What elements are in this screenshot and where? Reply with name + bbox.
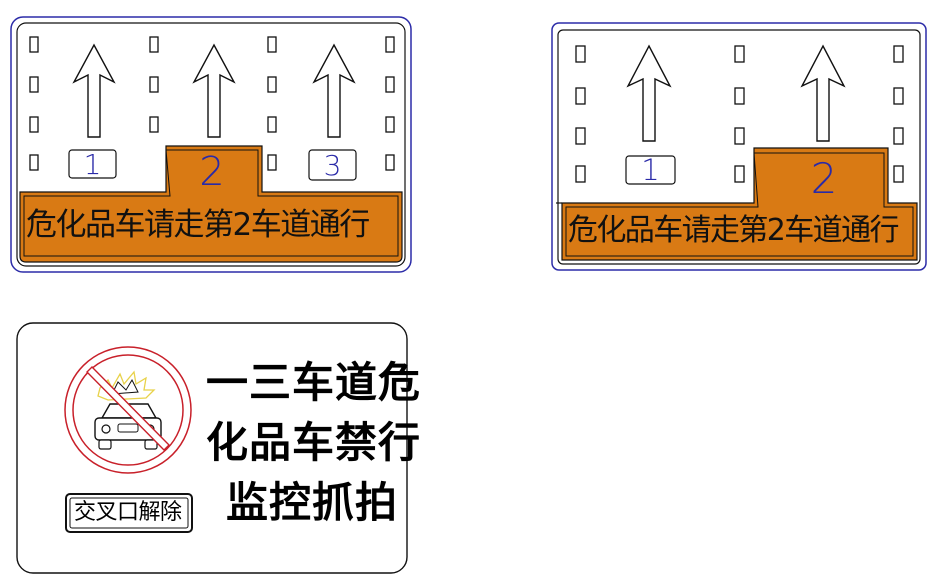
orange-banner [561, 147, 918, 261]
warning-line-2: 化品车禁行 [206, 418, 422, 467]
warning-sign-graphic [16, 322, 408, 574]
three-lane-sign: 1 2 3 危化品车请走第2车道通行 [0, 0, 420, 280]
banner-text: 危化品车请走第2车道通行 [568, 213, 899, 248]
arrow-up-icon [626, 44, 672, 142]
lane-dashes [575, 45, 904, 183]
arrow-up-icon [800, 44, 846, 142]
warning-sign: 交叉口解除 一三车道危 化品车禁行 监控抓拍 [0, 310, 420, 577]
three-lane-sign-graphic [10, 16, 412, 273]
lane-number-3: 3 [323, 149, 342, 182]
lane-number-1: 1 [83, 148, 102, 181]
orange-banner [19, 145, 403, 263]
arrow-up-icon [192, 43, 236, 138]
two-lane-sign-graphic [551, 22, 927, 271]
warning-line-3: 监控抓拍 [226, 478, 399, 527]
restriction-lift-label: 交叉口解除 [74, 500, 182, 525]
arrow-up-icon [72, 43, 116, 138]
no-hazmat-vehicle-icon [64, 346, 192, 474]
arrow-up-icon [312, 43, 356, 138]
warning-line-1: 一三车道危 [206, 358, 422, 407]
lane-number-1: 1 [641, 153, 660, 187]
lane-number-2: 2 [810, 154, 838, 203]
lane-dashes [29, 36, 395, 171]
lane-number-2: 2 [199, 149, 225, 195]
banner-text: 危化品车请走第2车道通行 [26, 207, 370, 243]
two-lane-sign: 1 2 危化品车请走第2车道通行 [540, 0, 940, 290]
